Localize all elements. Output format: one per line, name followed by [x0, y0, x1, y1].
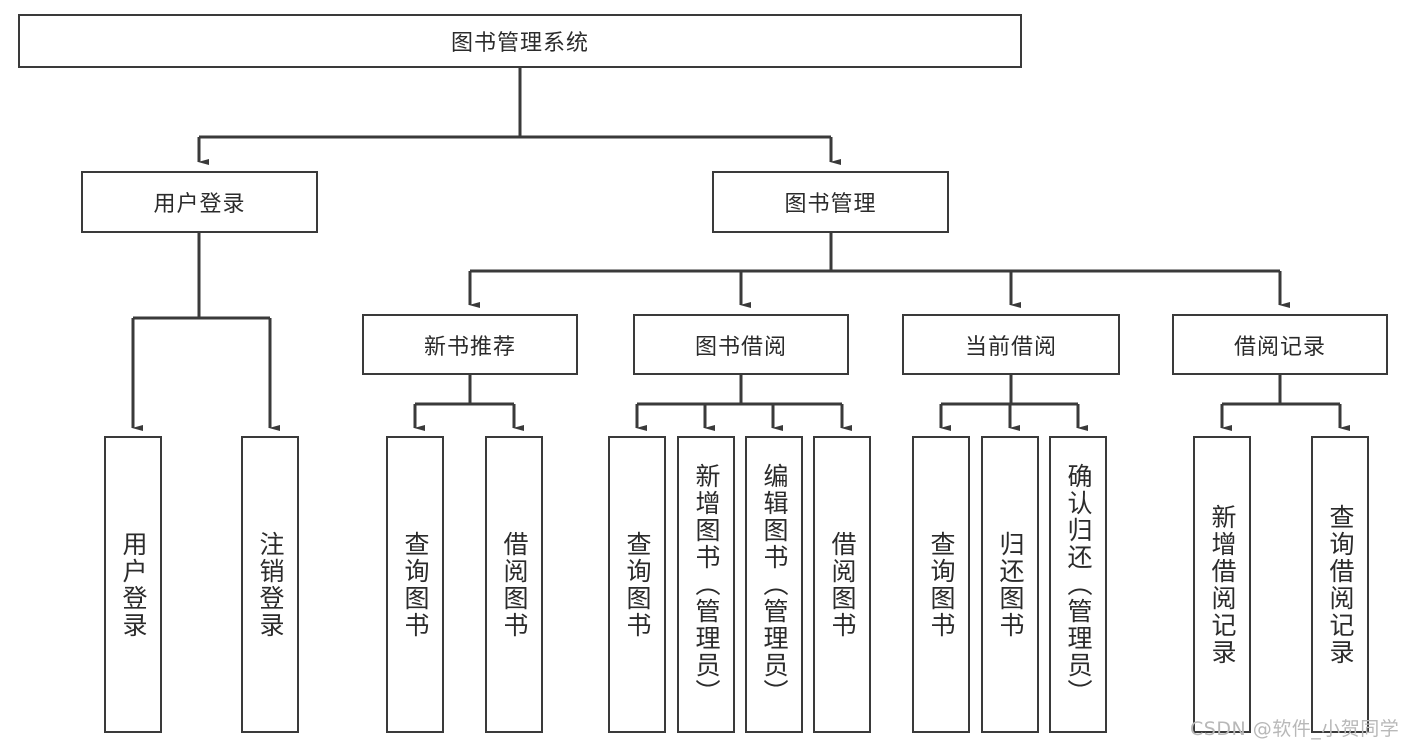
leaf-user-login-login[interactable]: 用户登录	[104, 436, 162, 733]
leaf-book-borrow-add[interactable]: 新增图书（管理员）	[677, 436, 735, 733]
leaf-label: 查询图书	[623, 530, 652, 639]
node-borrow-record-label: 借阅记录	[1233, 334, 1326, 360]
leaf-new-book-borrow[interactable]: 借阅图书	[485, 436, 543, 733]
leaf-label: 借阅图书	[500, 530, 529, 639]
leaf-book-borrow-query[interactable]: 查询图书	[608, 436, 666, 733]
node-current-borrow[interactable]: 当前借阅	[902, 314, 1120, 375]
node-user-login[interactable]: 用户登录	[81, 171, 318, 233]
node-root[interactable]: 图书管理系统	[18, 14, 1022, 68]
leaf-current-borrow-return[interactable]: 归还图书	[981, 436, 1039, 733]
node-root-label: 图书管理系统	[450, 31, 589, 56]
leaf-label: 确认归还（管理员）	[1064, 463, 1093, 706]
node-new-book-recommend[interactable]: 新书推荐	[362, 314, 578, 375]
leaf-label: 查询图书	[401, 530, 430, 639]
node-book-borrow[interactable]: 图书借阅	[633, 314, 849, 375]
leaf-current-borrow-confirm[interactable]: 确认归还（管理员）	[1049, 436, 1107, 733]
leaf-label: 注销登录	[256, 530, 285, 639]
leaf-borrow-record-add[interactable]: 新增借阅记录	[1193, 436, 1251, 733]
node-user-login-label: 用户登录	[153, 192, 246, 217]
leaf-borrow-record-query[interactable]: 查询借阅记录	[1311, 436, 1369, 733]
leaf-label: 借阅图书	[828, 530, 857, 639]
leaf-label: 查询借阅记录	[1326, 503, 1355, 666]
node-book-borrow-label: 图书借阅	[694, 334, 787, 360]
leaf-label: 新增图书（管理员）	[692, 463, 721, 706]
node-book-manage[interactable]: 图书管理	[712, 171, 949, 233]
leaf-label: 新增借阅记录	[1208, 503, 1237, 666]
leaf-label: 用户登录	[119, 530, 148, 639]
leaf-label: 编辑图书（管理员）	[760, 463, 789, 706]
node-borrow-record[interactable]: 借阅记录	[1172, 314, 1388, 375]
leaf-user-login-logout[interactable]: 注销登录	[241, 436, 299, 733]
leaf-book-borrow-borrow[interactable]: 借阅图书	[813, 436, 871, 733]
leaf-current-borrow-query[interactable]: 查询图书	[912, 436, 970, 733]
leaf-label: 归还图书	[996, 530, 1025, 639]
node-current-borrow-label: 当前借阅	[964, 334, 1057, 360]
node-book-manage-label: 图书管理	[784, 192, 877, 217]
node-new-book-recommend-label: 新书推荐	[423, 334, 516, 360]
leaf-label: 查询图书	[927, 530, 956, 639]
leaf-new-book-query[interactable]: 查询图书	[386, 436, 444, 733]
leaf-book-borrow-edit[interactable]: 编辑图书（管理员）	[745, 436, 803, 733]
